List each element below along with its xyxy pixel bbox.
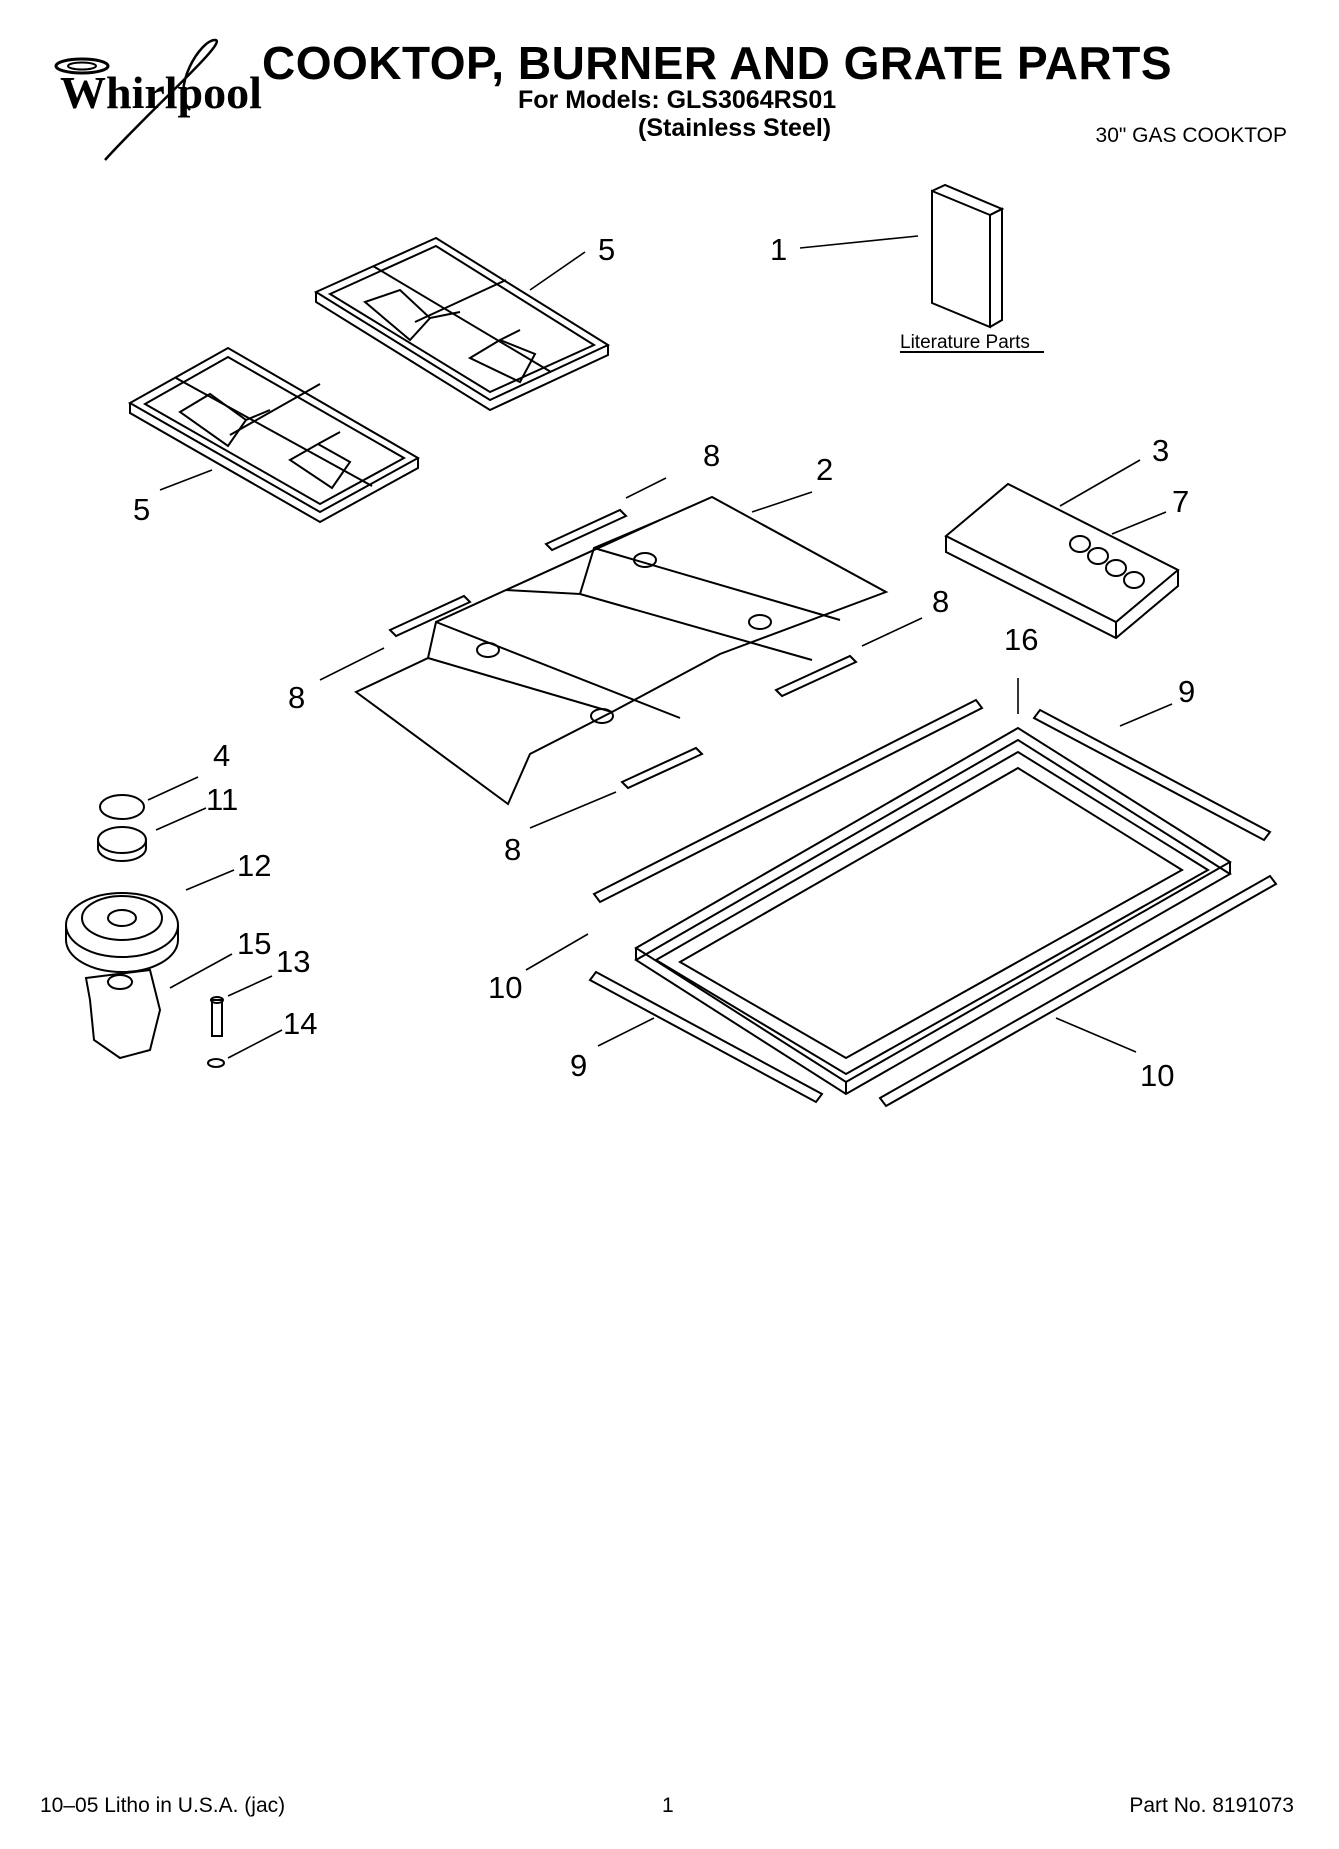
callout-15: 15	[237, 926, 271, 961]
callout-11: 11	[206, 782, 238, 817]
callout-1: 1	[770, 232, 787, 267]
whirlpool-logo-swoosh	[54, 38, 219, 161]
callout-10-left: 10	[488, 970, 522, 1005]
model-variant: (Stainless Steel)	[638, 114, 832, 142]
burner-tray	[354, 495, 889, 806]
product-type: 30" GAS COOKTOP	[1095, 124, 1287, 147]
litho-note: 10–05 Litho in U.S.A. (jac)	[40, 1794, 286, 1817]
callout-5-upper: 5	[598, 232, 615, 267]
literature-parts-label: Literature Parts	[900, 332, 1030, 353]
callout-12: 12	[237, 848, 271, 883]
leader-arrows	[147, 235, 1173, 1059]
burner-assembly	[65, 794, 225, 1068]
callout-10-right: 10	[1140, 1058, 1174, 1093]
callout-2: 2	[816, 452, 833, 487]
gasket-strips-8	[388, 508, 858, 790]
part-number: Part No. 8191073	[1129, 1794, 1294, 1817]
callout-16: 16	[1004, 622, 1038, 657]
page-title: COOKTOP, BURNER AND GRATE PARTS	[262, 37, 1173, 89]
callout-8-left: 8	[288, 680, 305, 715]
callout-8-bottom: 8	[504, 832, 521, 867]
callout-4: 4	[213, 738, 230, 773]
callout-9-left: 9	[570, 1048, 587, 1083]
callout-8-top: 8	[703, 438, 720, 473]
trim-strips	[588, 698, 1278, 1108]
cooktop-frame	[634, 726, 1232, 1096]
grate-upper	[313, 236, 611, 412]
callout-7: 7	[1172, 484, 1189, 519]
callout-9-right: 9	[1178, 674, 1195, 709]
callout-14: 14	[283, 1006, 317, 1041]
callout-5-lower: 5	[133, 492, 150, 527]
page-number: 1	[662, 1794, 674, 1817]
model-numbers: For Models: GLS3064RS01	[518, 86, 837, 114]
callout-labels: 1 5 5 8 2 3 7 8 8 16 9 8 10 9 10 4 11 12…	[133, 232, 1195, 1093]
callout-13: 13	[276, 944, 310, 979]
literature-parts-booklet	[900, 183, 1044, 353]
callout-8-right: 8	[932, 584, 949, 619]
grate-lower	[127, 346, 421, 524]
whirlpool-logo: Whirlpool	[60, 67, 262, 118]
callout-3: 3	[1152, 433, 1169, 468]
control-panel	[944, 482, 1180, 640]
